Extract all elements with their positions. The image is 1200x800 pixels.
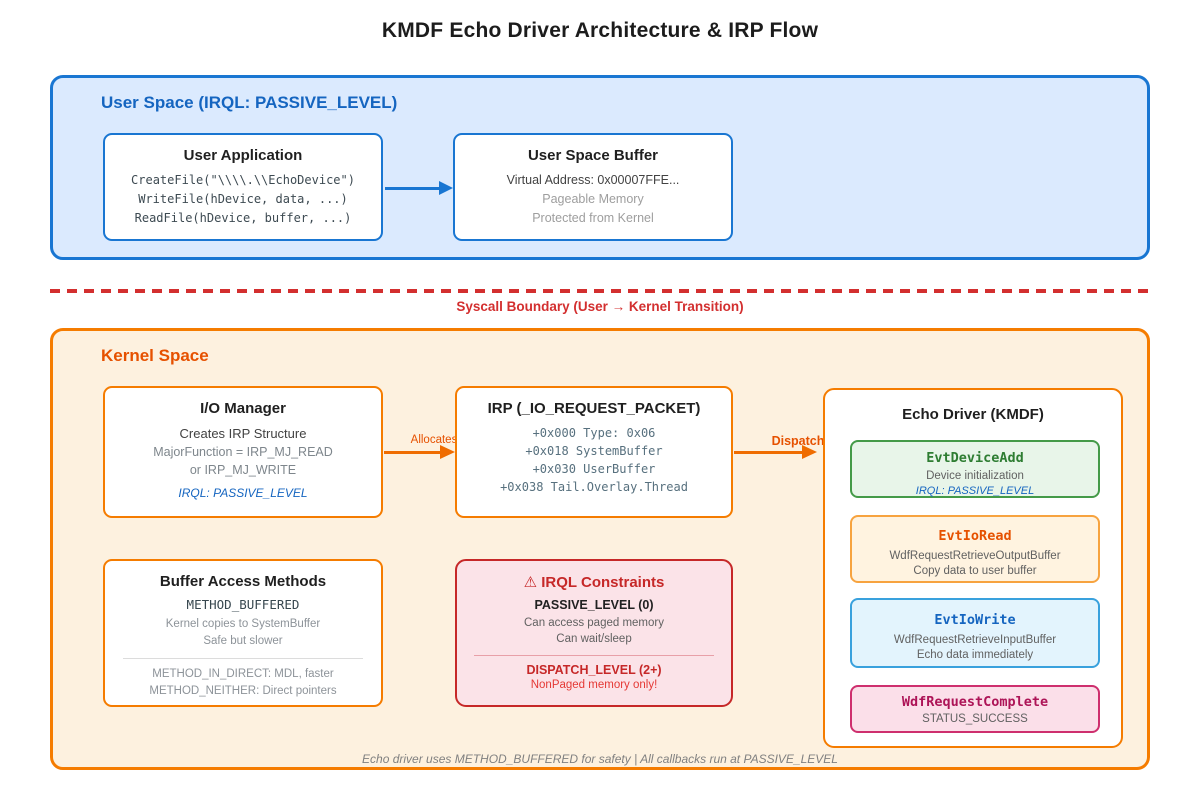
io-manager-line: or IRP_MJ_WRITE <box>189 463 297 477</box>
user-to-buffer-arrowhead-icon <box>439 181 453 195</box>
callback-note: Echo data immediately <box>916 649 1034 661</box>
callback-note: WdfRequestRetrieveOutputBuffer <box>889 550 1061 562</box>
method-note: Kernel copies to SystemBuffer <box>165 618 321 630</box>
passive-level-title: PASSIVE_LEVEL (0) <box>534 598 654 612</box>
method-note: Safe but slower <box>203 635 283 647</box>
irql-constraints-box: ⚠ IRQL Constraints PASSIVE_LEVEL (0) Can… <box>455 559 733 707</box>
syscall-boundary-label: Syscall Boundary (User → Kernel Transiti… <box>456 299 744 314</box>
irp-box: IRP (_IO_REQUEST_PACKET) +0x000 Type: 0x… <box>455 386 733 518</box>
callback-card-wdfrequestcomplete: WdfRequestComplete STATUS_SUCCESS <box>850 685 1100 733</box>
buffer-note: Pageable Memory <box>542 192 644 206</box>
user-space-buffer-title: User Space Buffer <box>527 147 659 164</box>
kernel-space-panel: Kernel Space I/O Manager Creates IRP Str… <box>50 328 1150 770</box>
method-alternative: METHOD_NEITHER: Direct pointers <box>149 685 337 697</box>
passive-level-note: Can access paged memory <box>524 617 664 629</box>
irql-constraints-title-text: IRQL Constraints <box>541 574 665 591</box>
allocates-arrow <box>384 451 440 454</box>
callback-note: WdfRequestRetrieveInputBuffer <box>893 634 1057 646</box>
io-manager-box: I/O Manager Creates IRP Structure MajorF… <box>103 386 383 518</box>
divider <box>123 658 363 659</box>
echo-driver-box: Echo Driver (KMDF) EvtDeviceAdd Device i… <box>823 388 1123 748</box>
callback-name: EvtDeviceAdd <box>926 450 1024 466</box>
user-application-box: User Application CreateFile("\\\\.\\Echo… <box>103 133 383 241</box>
io-manager-title: I/O Manager <box>200 400 286 417</box>
callback-note: Copy data to user buffer <box>913 565 1037 577</box>
buffer-note: Protected from Kernel <box>532 211 654 225</box>
kernel-space-label: Kernel Space <box>101 346 209 365</box>
user-space-panel: User Space (IRQL: PASSIVE_LEVEL) User Ap… <box>50 75 1150 260</box>
callback-card-evtdeviceadd: EvtDeviceAdd Device initialization IRQL:… <box>850 440 1100 498</box>
io-manager-line: MajorFunction = IRP_MJ_READ <box>153 445 333 459</box>
irql-constraints-title: ⚠ IRQL Constraints <box>457 573 731 591</box>
code-line: ReadFile(hDevice, buffer, ...) <box>134 211 352 225</box>
callback-name: WdfRequestComplete <box>901 694 1049 710</box>
user-space-label: User Space (IRQL: PASSIVE_LEVEL) <box>101 93 398 112</box>
callback-name: EvtIoRead <box>938 528 1012 544</box>
code-line: CreateFile("\\\\.\\EchoDevice") <box>131 173 355 187</box>
method-buffered-label: METHOD_BUFFERED <box>186 597 300 612</box>
echo-driver-title: Echo Driver (KMDF) <box>902 406 1044 423</box>
warning-icon: ⚠ <box>523 574 538 591</box>
divider <box>474 655 714 656</box>
passive-level-note: Can wait/sleep <box>556 633 632 645</box>
syscall-boundary-line <box>50 289 1150 293</box>
dispatch-level-title: DISPATCH_LEVEL (2+) <box>526 663 662 677</box>
allocates-arrowhead-icon <box>440 445 455 459</box>
dispatch-arrow <box>734 451 802 454</box>
user-space-buffer-box: User Space Buffer Virtual Address: 0x000… <box>453 133 733 241</box>
user-application-title: User Application <box>183 147 303 164</box>
dispatch-arrowhead-icon <box>802 445 817 459</box>
callback-card-evtioread: EvtIoRead WdfRequestRetrieveOutputBuffer… <box>850 515 1100 583</box>
irp-title: IRP (_IO_REQUEST_PACKET) <box>487 400 701 417</box>
allocates-arrow-label: Allocates <box>410 434 458 446</box>
irp-field: +0x038 Tail.Overlay.Thread <box>500 480 688 494</box>
buffer-methods-title: Buffer Access Methods <box>159 573 327 590</box>
irp-field: +0x000 Type: 0x06 <box>532 426 656 440</box>
callback-note: STATUS_SUCCESS <box>922 713 1028 725</box>
dispatch-arrow-label: Dispatch <box>771 434 825 448</box>
code-line: WriteFile(hDevice, data, ...) <box>138 192 348 206</box>
io-manager-irql: IRQL: PASSIVE_LEVEL <box>178 486 308 500</box>
virtual-address-line: Virtual Address: 0x00007FFE... <box>506 173 680 187</box>
callback-irql: IRQL: PASSIVE_LEVEL <box>915 485 1035 497</box>
method-alternative: METHOD_IN_DIRECT: MDL, faster <box>152 668 334 680</box>
irp-field: +0x030 UserBuffer <box>532 462 656 476</box>
io-manager-line: Creates IRP Structure <box>179 426 307 441</box>
dispatch-level-note: NonPaged memory only! <box>530 679 658 691</box>
user-to-buffer-arrow <box>385 187 439 190</box>
callback-note: Device initialization <box>926 470 1024 482</box>
callback-card-evtiowrite: EvtIoWrite WdfRequestRetrieveInputBuffer… <box>850 598 1100 668</box>
callback-name: EvtIoWrite <box>934 612 1016 628</box>
page-title: KMDF Echo Driver Architecture & IRP Flow <box>381 19 819 42</box>
buffer-access-methods-box: Buffer Access Methods METHOD_BUFFERED Ke… <box>103 559 383 707</box>
irp-field: +0x018 SystemBuffer <box>525 444 663 458</box>
kernel-footnote: Echo driver uses METHOD_BUFFERED for saf… <box>362 752 838 766</box>
